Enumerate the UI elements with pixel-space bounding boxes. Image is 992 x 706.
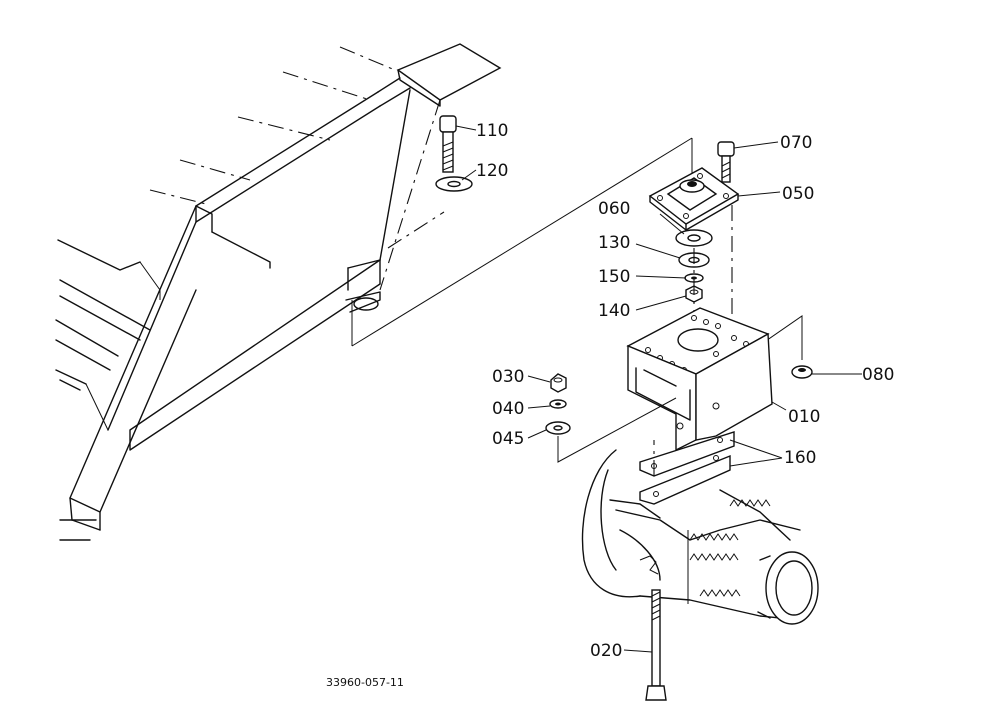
washer-045 (545, 421, 571, 435)
callout-110: 110 (476, 121, 508, 141)
callout-labels: 110 120 070 050 060 130 150 140 080 030 … (326, 121, 894, 689)
drawing-code: 33960-057-11 (326, 676, 404, 689)
bracket-010 (626, 307, 773, 452)
bolt-020 (645, 589, 667, 701)
callout-150: 150 (598, 267, 630, 287)
callout-080: 080 (862, 365, 894, 385)
tractor-frame (55, 43, 693, 541)
callout-040: 040 (492, 399, 524, 419)
callout-060: 060 (598, 199, 630, 219)
callout-045: 045 (492, 429, 524, 449)
callout-130: 130 (598, 233, 630, 253)
callout-010: 010 (788, 407, 820, 427)
callout-120: 120 (476, 161, 508, 181)
rubber-mount-050 (648, 167, 740, 231)
axle-housing (581, 449, 819, 625)
bolt-110 (439, 115, 457, 173)
callout-070: 070 (780, 133, 812, 153)
spring-washer-040 (549, 399, 567, 409)
callout-140: 140 (598, 301, 630, 321)
leader-lines (455, 125, 862, 653)
washer-060 (675, 229, 713, 247)
nut-030 (550, 373, 567, 393)
callout-020: 020 (590, 641, 622, 661)
nut-080 (791, 365, 813, 379)
shims-160 (639, 431, 735, 505)
bolt-070 (717, 141, 735, 183)
callout-160: 160 (784, 448, 816, 468)
callout-030: 030 (492, 367, 524, 387)
callout-050: 050 (782, 184, 814, 204)
washer-120 (435, 176, 473, 192)
